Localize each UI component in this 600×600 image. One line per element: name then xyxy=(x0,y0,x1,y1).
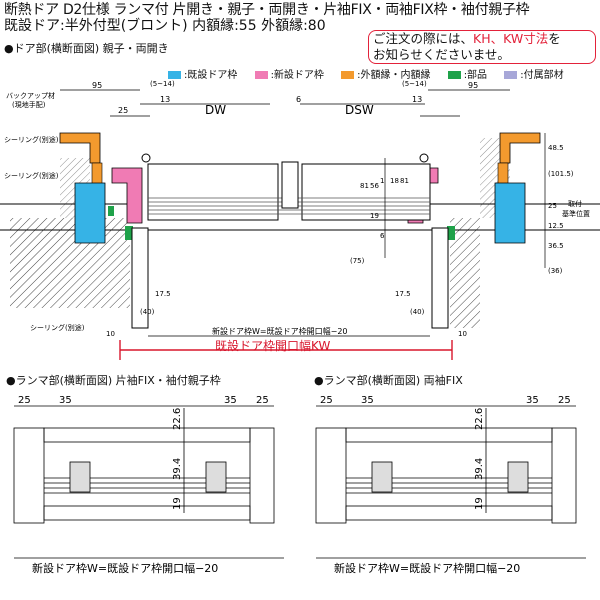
label-backup: バックアップ材 xyxy=(6,91,55,100)
legend-swatch xyxy=(254,71,268,79)
door-leaf-right xyxy=(301,163,431,221)
dim-40-left: (40) xyxy=(140,308,155,316)
order-notice: ご注文の際には、KH、KW寸法を お知らせくださいませ。 xyxy=(368,30,596,64)
door-leaf-left xyxy=(147,163,279,221)
dim-6-vertical: 6 xyxy=(380,232,385,240)
left-part-2 xyxy=(108,206,114,216)
dim-25-b: 25 xyxy=(558,395,571,406)
dim-19: 19 xyxy=(474,497,485,510)
dim-81-b: 81 xyxy=(400,177,409,185)
right-outer-trim xyxy=(499,132,541,164)
dim-25-a: 25 xyxy=(320,395,333,406)
dim-13-left: 13 xyxy=(160,95,170,104)
dim-36-5: 36.5 xyxy=(548,242,564,250)
section-door-heading: ●ドア部(横断面図) 親子・両開き xyxy=(4,42,169,55)
legend-item-new-frame: :新設ドア枠 xyxy=(254,66,324,81)
dim-17-5-left: 17.5 xyxy=(155,290,171,298)
dim-75: (75) xyxy=(350,257,365,265)
label-kw: 既設ドア枠開口幅KW xyxy=(215,338,330,353)
section-transom-double-heading: ●ランマ部(横断面図) 両袖FIX xyxy=(314,374,463,387)
notice-text-c: を xyxy=(548,31,561,46)
dimension-lines xyxy=(60,89,546,360)
label-frame-formula: 新設ドア枠W=既設ドア枠開口幅−20 xyxy=(212,326,348,336)
dim-13-right: 13 xyxy=(412,95,422,104)
dim-25-vertical: 25 xyxy=(548,202,557,210)
dim-48-5: 48.5 xyxy=(548,144,564,152)
transom-diagram-right: 25 35 35 25 22.6 39.4 19 新設ドア枠W=既設ドア枠開口幅… xyxy=(315,395,586,575)
dim-25-left: 25 xyxy=(118,106,128,115)
dim-39-4: 39.4 xyxy=(172,458,183,480)
dim-22-6: 22.6 xyxy=(172,408,183,430)
dim-35-a: 35 xyxy=(361,395,374,406)
dim-19: 19 xyxy=(172,497,183,510)
label-sealing-1: シーリング(別途) xyxy=(4,135,59,144)
dim-10-right: 10 xyxy=(458,330,467,338)
legend-item-parts: :部品 xyxy=(447,66,487,81)
right-lower-frame xyxy=(431,227,449,329)
page-subtitle: 既設ドア:半外付型(ブロント) 内額縁:55 外額縁:80 xyxy=(4,18,326,34)
dim-40-right: (40) xyxy=(410,308,425,316)
transom-diagram-left: 25 35 35 25 22.6 39.4 19 新設ドア枠W=既設ドア枠開口幅… xyxy=(13,395,284,575)
legend-swatch xyxy=(341,71,355,79)
dim-12-5: 12.5 xyxy=(548,222,564,230)
dim-25-a: 25 xyxy=(18,395,31,406)
left-lower-frame xyxy=(131,227,149,329)
transom-formula-right: 新設ドア枠W=既設ドア枠開口幅−20 xyxy=(334,561,520,575)
label-reference-position: 基準位置 xyxy=(562,209,590,218)
dim-1: 1 xyxy=(380,177,384,185)
notice-line2: お知らせくださいませ。 xyxy=(373,47,510,62)
left-hinge-icon xyxy=(141,153,151,163)
left-wall-hatch xyxy=(10,218,130,308)
left-outer-trim xyxy=(59,132,101,164)
label-dw: DW xyxy=(205,103,226,117)
legend-swatch xyxy=(447,71,461,79)
label-backup-sub: (現地手配) xyxy=(12,100,46,109)
notice-text-a: ご注文の際には、 xyxy=(373,31,474,46)
dim-6: 6 xyxy=(296,95,301,104)
dim-35-a: 35 xyxy=(59,395,72,406)
dim-95-left: 95 xyxy=(92,81,102,90)
door-section-diagram: 95 (5~14) 25 13 DW 6 DSW 95 (5~14) 13 48… xyxy=(0,80,600,360)
label-sealing-2: シーリング(別途) xyxy=(4,171,59,180)
dim-39-4: 39.4 xyxy=(474,458,485,480)
right-part xyxy=(447,226,455,240)
transom-formula-left: 新設ドア枠W=既設ドア枠開口幅−20 xyxy=(32,561,218,575)
label-mount: 取付 xyxy=(568,199,582,208)
dim-10-left: 10 xyxy=(106,330,115,338)
legend-item-existing-frame: :既設ドア枠 xyxy=(168,66,237,81)
right-existing-frame xyxy=(494,182,526,244)
dim-17-5-right: 17.5 xyxy=(395,290,411,298)
legend-swatch xyxy=(168,71,181,79)
notice-highlight: KH、KW寸法 xyxy=(473,31,549,46)
dim-35-b: 35 xyxy=(224,395,237,406)
left-existing-frame xyxy=(74,182,106,244)
dim-25-b: 25 xyxy=(256,395,269,406)
left-new-frame xyxy=(111,167,143,224)
dim-35-b: 35 xyxy=(526,395,539,406)
dim-95-right: 95 xyxy=(468,81,478,90)
dim-22-6: 22.6 xyxy=(474,408,485,430)
dim-56: 56 xyxy=(370,182,379,190)
right-hinge-icon xyxy=(419,153,429,163)
dim-101-5: (101.5) xyxy=(548,170,574,178)
label-sealing-3: シーリング(別途) xyxy=(30,323,85,332)
section-transom-fix-heading: ●ランマ部(横断面図) 片袖FIX・袖付親子枠 xyxy=(6,374,221,387)
dim-19: 19 xyxy=(370,212,379,220)
dim-81: 81 xyxy=(360,182,369,190)
dim-5-14-left: (5~14) xyxy=(150,80,175,88)
dim-18: 18 xyxy=(390,177,399,185)
dim-36: (36) xyxy=(548,267,563,275)
legend: :既設ドア枠 :新設ドア枠 :外額縁・内額縁 :部品 :付属部材 xyxy=(168,66,578,81)
dim-5-14-right: (5~14) xyxy=(402,80,427,88)
page-title: 断熱ドア D2仕様 ランマ付 片開き・親子・両開き・片袖FIX・両袖FIX枠・袖… xyxy=(4,2,530,18)
center-mullion xyxy=(281,161,299,209)
label-dsw: DSW xyxy=(345,103,374,117)
left-part xyxy=(125,226,133,240)
legend-item-accessory: :付属部材 xyxy=(504,66,564,81)
legend-swatch xyxy=(504,71,518,79)
legend-item-trim: :外額縁・内額縁 xyxy=(341,66,431,81)
